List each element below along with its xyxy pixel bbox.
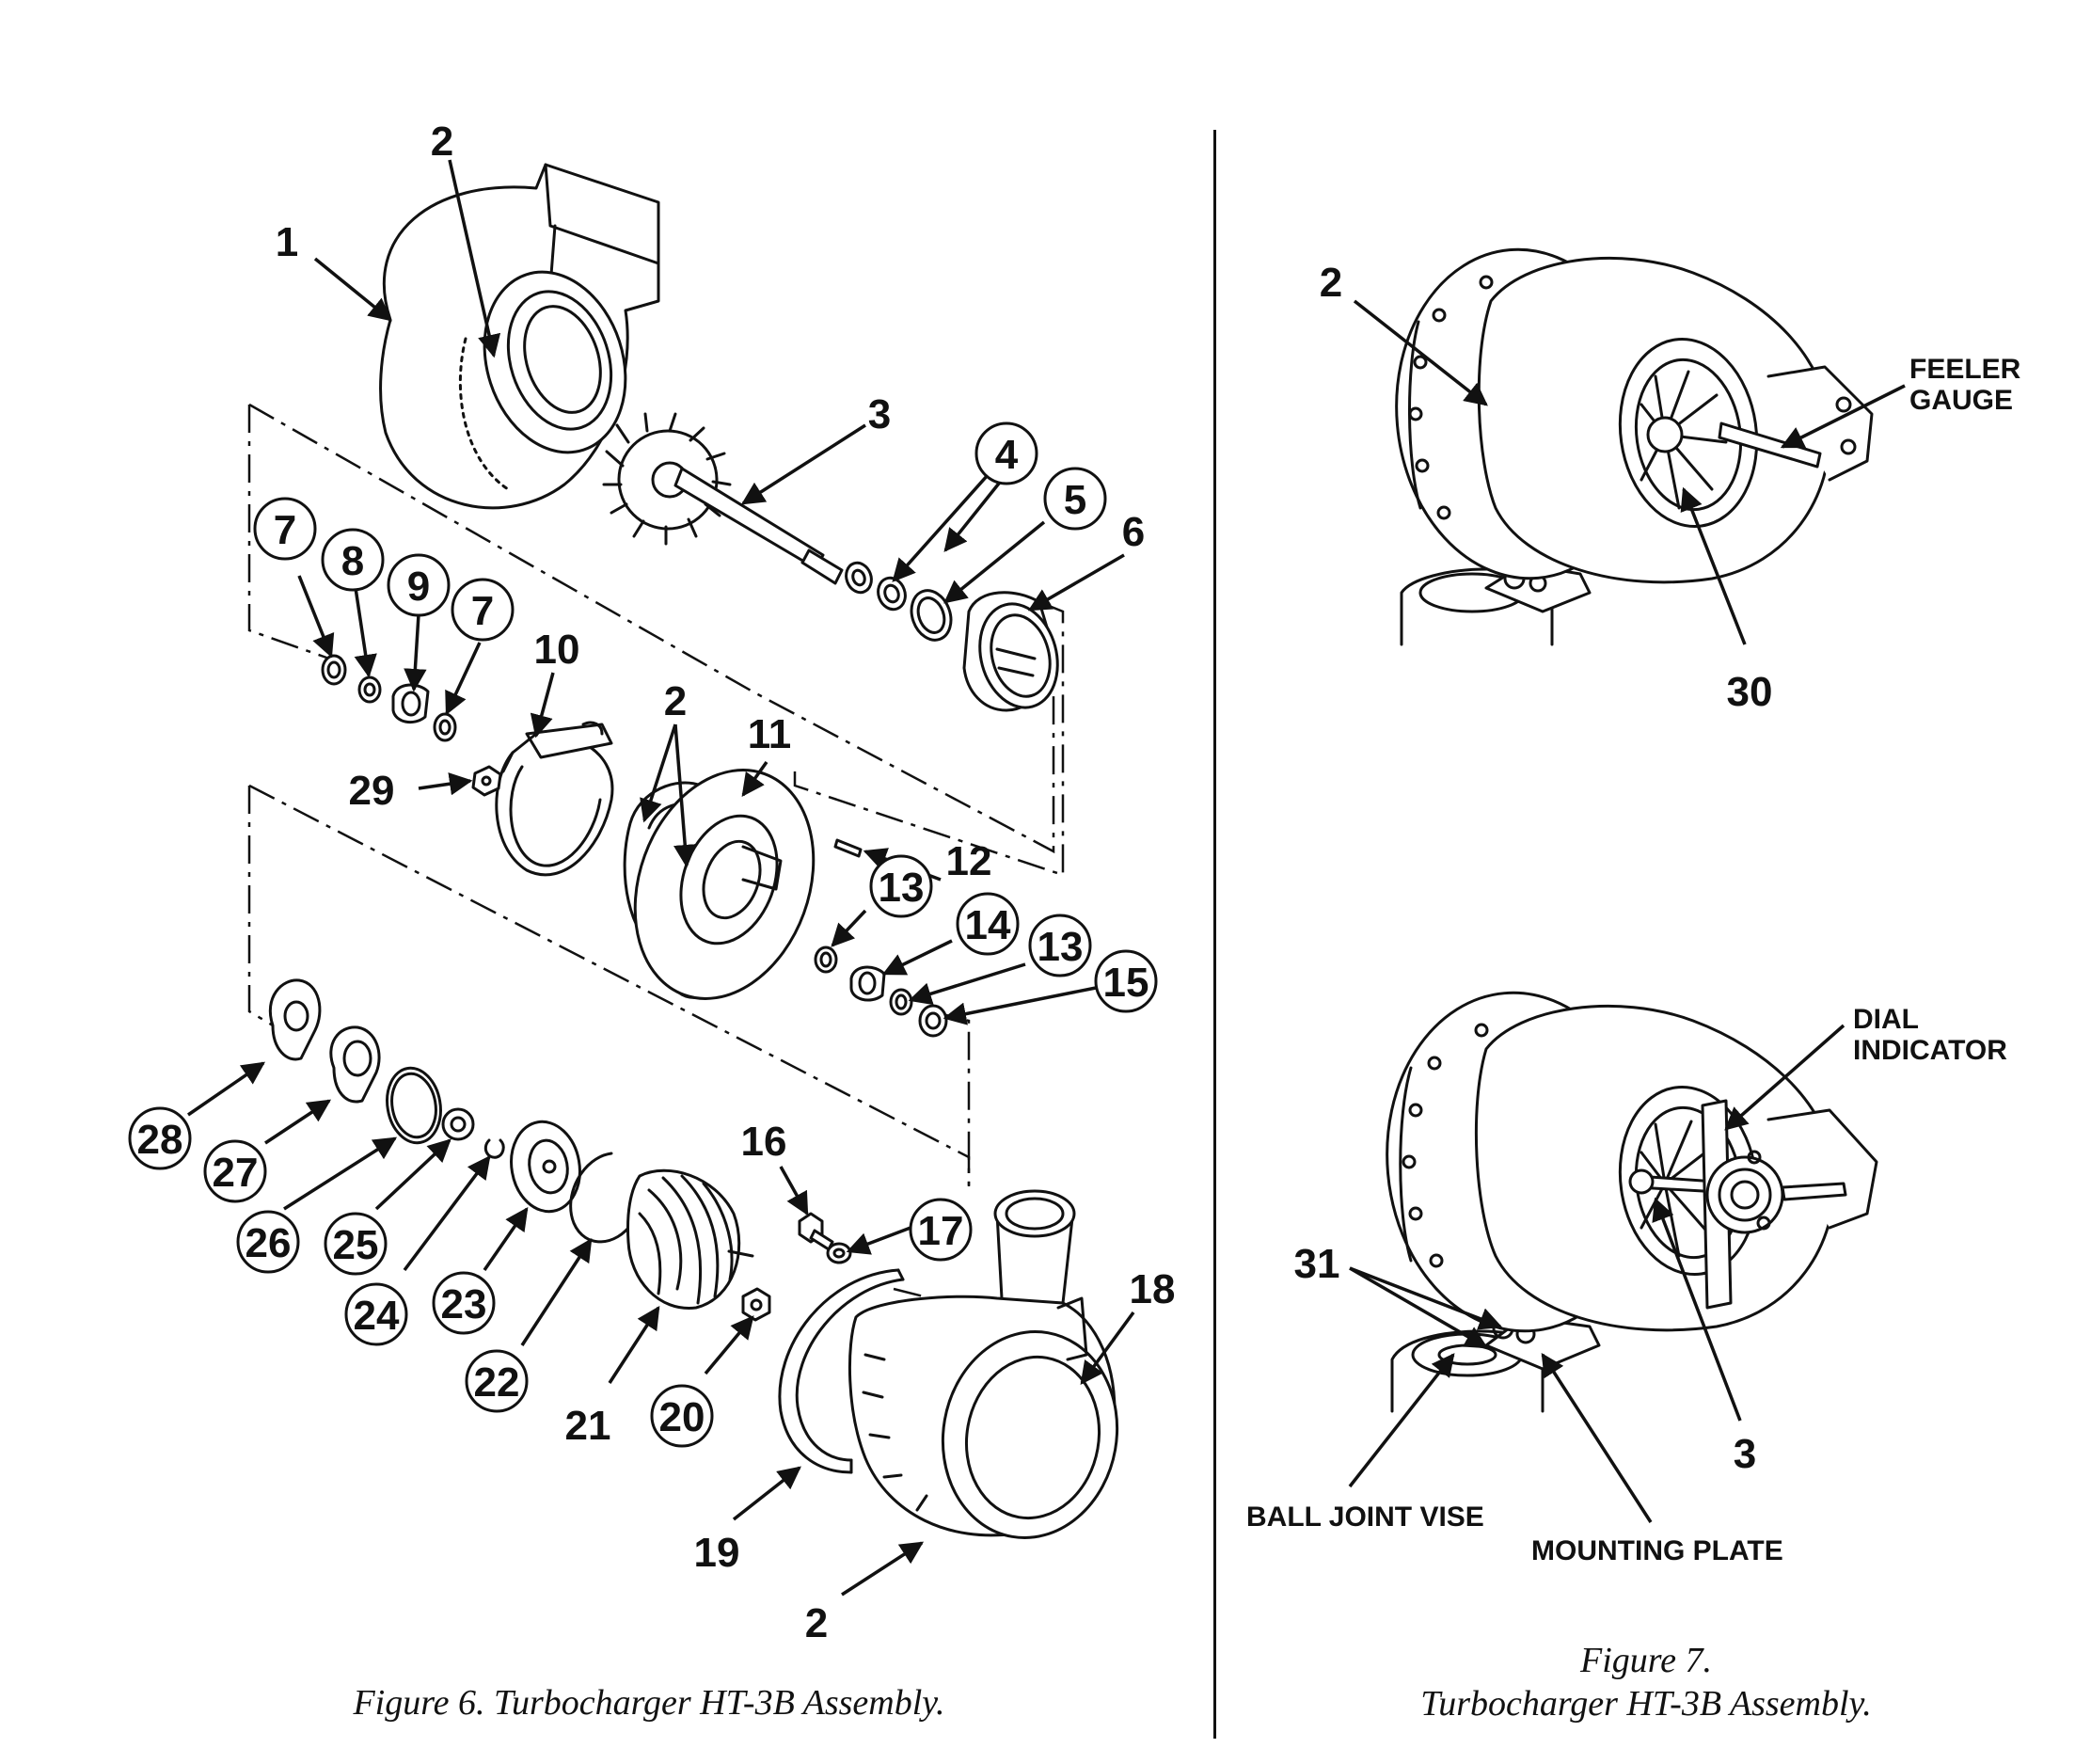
figure-7-top-drawing xyxy=(1395,247,1874,646)
callout-3: 3 xyxy=(868,391,891,437)
seal-rings-4-5 xyxy=(845,561,953,642)
callout-11: 11 xyxy=(748,711,792,757)
turbine-housing xyxy=(379,163,660,510)
dial-indicator-label-line1: DIAL xyxy=(1853,1004,1919,1035)
callout-25: 25 xyxy=(324,1212,388,1276)
svg-text:23: 23 xyxy=(441,1281,487,1327)
nut-29 xyxy=(471,765,502,797)
v-band-clamp-10 xyxy=(495,721,614,877)
figure-7-bottom-annotations: 31 3 DIAL INDICATOR BALL JOINT VISE MOUN… xyxy=(1246,1004,2007,1566)
svg-text:15: 15 xyxy=(1103,960,1149,1006)
svg-text:7: 7 xyxy=(274,507,296,553)
small-hardware-7-8-9 xyxy=(321,654,457,742)
callout-22: 22 xyxy=(465,1349,529,1413)
turbine-wheel-shaft xyxy=(602,412,844,585)
ball-joint-vise-label: BALL JOINT VISE xyxy=(1246,1502,1484,1533)
callout-18: 18 xyxy=(1130,1266,1176,1312)
fig7-callout-3: 3 xyxy=(1734,1431,1756,1477)
callout-24: 24 xyxy=(344,1282,408,1346)
svg-text:14: 14 xyxy=(965,902,1011,948)
callout-7-right: 7 xyxy=(451,578,515,642)
feeler-gauge-label-line2: GAUGE xyxy=(1909,385,2013,416)
center-housing-11 xyxy=(623,769,816,1000)
callout-20: 20 xyxy=(650,1384,714,1448)
figure-6-caption: Figure 6. Turbocharger HT-3B Assembly. xyxy=(353,1683,945,1723)
svg-text:13: 13 xyxy=(1038,924,1084,970)
svg-text:26: 26 xyxy=(246,1220,292,1266)
callout-23: 23 xyxy=(432,1271,496,1335)
callout-7-left: 7 xyxy=(253,497,317,561)
figure-7-top-annotations: 2 30 FEELER GAUGE xyxy=(1320,260,2021,715)
callout-2-middle: 2 xyxy=(664,678,687,724)
compressor-housing-18 xyxy=(847,1189,1119,1540)
fig7-callout-2: 2 xyxy=(1320,260,1342,306)
callout-9: 9 xyxy=(387,553,451,617)
feeler-gauge-label-line1: FEELER xyxy=(1909,354,2021,385)
svg-text:22: 22 xyxy=(474,1359,520,1406)
svg-text:25: 25 xyxy=(333,1222,379,1268)
figure-7-caption-line1: Figure 7. xyxy=(1579,1641,1712,1680)
mounting-plate-label: MOUNTING PLATE xyxy=(1531,1535,1783,1566)
svg-text:28: 28 xyxy=(137,1117,183,1163)
clamp-band-19 xyxy=(778,1268,905,1474)
svg-text:8: 8 xyxy=(341,538,364,584)
callout-2-top: 2 xyxy=(431,119,453,165)
figure-7-bottom-drawing xyxy=(1386,991,1878,1413)
svg-text:7: 7 xyxy=(471,588,494,634)
thrust-collar-25 xyxy=(441,1107,475,1141)
o-ring-26 xyxy=(386,1066,442,1145)
insert-23 xyxy=(510,1120,581,1214)
svg-text:24: 24 xyxy=(354,1293,400,1339)
callout-15: 15 xyxy=(1094,949,1158,1013)
retaining-ring-22 xyxy=(569,1152,634,1244)
callout-28: 28 xyxy=(128,1106,192,1170)
figure-6-drawing xyxy=(247,163,1119,1540)
callout-2-bottom: 2 xyxy=(805,1600,828,1646)
svg-text:4: 4 xyxy=(995,432,1019,478)
nut-20 xyxy=(741,1287,771,1322)
callout-12: 12 xyxy=(946,838,992,884)
callout-5: 5 xyxy=(1043,467,1107,531)
figure-7-caption: Figure 7. Turbocharger HT-3B Assembly. xyxy=(1260,1639,2032,1725)
callout-13-upper: 13 xyxy=(869,854,933,918)
svg-text:27: 27 xyxy=(213,1150,259,1196)
thrust-plates-28-27 xyxy=(268,978,381,1104)
callout-1: 1 xyxy=(276,219,298,265)
callout-21: 21 xyxy=(565,1403,611,1449)
dial-indicator-label-line2: INDICATOR xyxy=(1853,1035,2007,1066)
bearings-13-14-15 xyxy=(814,946,948,1038)
callout-14: 14 xyxy=(956,892,1020,956)
svg-text:17: 17 xyxy=(918,1208,964,1254)
heat-shield-6 xyxy=(962,591,1059,712)
snap-ring-24 xyxy=(483,1138,505,1159)
callout-6: 6 xyxy=(1122,509,1145,555)
callout-8: 8 xyxy=(321,528,385,592)
callout-26: 26 xyxy=(236,1210,300,1274)
compressor-wheel-21 xyxy=(626,1168,754,1310)
figure-divider xyxy=(1213,130,1216,1739)
fig7-callout-31: 31 xyxy=(1294,1241,1340,1287)
figure-7-caption-line2: Turbocharger HT-3B Assembly. xyxy=(1420,1684,1872,1724)
fig7-callout-30: 30 xyxy=(1727,669,1773,715)
callout-17: 17 xyxy=(909,1198,973,1262)
figure-6-plain-callouts: 1 2 3 6 10 2 11 29 12 16 18 21 19 2 xyxy=(276,119,1176,1646)
callout-16: 16 xyxy=(741,1119,787,1165)
callout-4: 4 xyxy=(974,421,1038,485)
pin-12 xyxy=(833,838,863,858)
svg-text:13: 13 xyxy=(879,865,925,911)
figure-6-circled-callouts: 4 5 7 8 9 7 13 14 13 15 28 27 26 25 24 2… xyxy=(128,421,1158,1448)
figure-6-leaders xyxy=(187,159,1135,1597)
callout-13-lower: 13 xyxy=(1028,914,1092,977)
callout-27: 27 xyxy=(203,1139,267,1203)
callout-19: 19 xyxy=(694,1530,740,1576)
bolt-16-washer-17 xyxy=(798,1212,852,1264)
svg-text:5: 5 xyxy=(1064,477,1086,523)
svg-text:20: 20 xyxy=(659,1394,705,1440)
svg-text:9: 9 xyxy=(407,564,430,610)
callout-10: 10 xyxy=(534,627,580,673)
callout-29: 29 xyxy=(349,768,395,814)
